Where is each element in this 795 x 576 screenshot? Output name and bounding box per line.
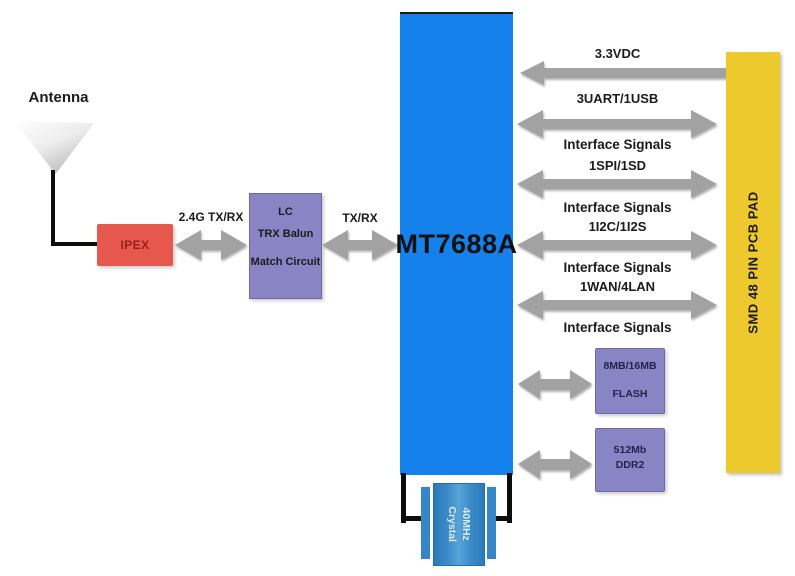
bus-label-spi-sd: 1SPI/1SD [588,158,647,173]
crystal-bracket-left-horizontal [401,516,422,521]
bus-arrow-spi-sd-icon [517,170,717,198]
bus-label-wan-lan: 1WAN/4LAN [579,279,656,294]
balun-line-1: LC [278,206,293,218]
ipex-box: IPEX [97,224,173,266]
antenna-label: Antenna [28,89,89,106]
ipex-label: IPEX [120,238,150,252]
bus-label-3v3: 3.3VDC [594,46,641,61]
crystal-line-2: Crystal [445,506,458,543]
flash-arrow-icon [518,370,592,399]
rf-link-label: 2.4G TX/RX [178,210,244,224]
balun-line-2: TRX Balun [257,228,314,240]
rf-link-arrow-icon [175,230,247,260]
balun-line-3: Match Circuit [250,256,321,268]
bus-arrow-wan-lan-icon [517,291,717,319]
bus-arrow-3v3-icon [520,61,726,85]
crystal-bracket-left-vertical [401,473,406,523]
bus-sub-i2c-i2s: Interface Signals [563,260,672,275]
flash-line-2: FLASH [612,388,648,400]
soc-link-arrow-icon [322,230,398,260]
bus-sub-spi-sd: Interface Signals [563,200,672,215]
crystal-bracket-right-vertical [507,473,512,523]
ddr-line-1: 512Mb [613,444,647,456]
crystal-line-1: 40MHz [460,507,473,542]
bus-arrow-i2c-i2s-icon [517,231,717,259]
soc-link-label: TX/RX [342,211,378,225]
bus-sub-wan-lan: Interface Signals [563,320,672,335]
crystal-bracket-right-horizontal [493,516,512,521]
soc-box: MT7688A [395,12,517,475]
bus-label-i2c-i2s: 1I2C/1I2S [588,219,647,234]
crystal-box: 40MHz Crystal [433,483,485,566]
crystal-electrode-right [487,487,496,559]
ddr-line-2: DDR2 [615,459,645,471]
flash-line-1: 8MB/16MB [603,360,657,372]
pcb-pad-box: SMD 48 PIN PCB PAD [726,52,780,473]
soc-label: MT7688A [395,229,518,259]
crystal-label: 40MHz Crystal [445,507,473,543]
bus-sub-uart-usb: Interface Signals [563,137,672,152]
pcb-pad-label: SMD 48 PIN PCB PAD [745,191,761,334]
ddr-box: 512Mb DDR2 [595,428,665,492]
bus-label-uart-usb: 3UART/1USB [576,91,659,106]
antenna-icon [14,121,94,174]
flash-box: 8MB/16MB FLASH [595,348,665,414]
bus-arrow-uart-usb-icon [517,110,717,138]
crystal-electrode-left [421,487,430,559]
balun-box: LC TRX Balun Match Circuit [249,193,322,299]
antenna-wire-horizontal [51,242,98,246]
antenna-wire-vertical [51,170,55,246]
ddr-arrow-icon [518,450,592,479]
